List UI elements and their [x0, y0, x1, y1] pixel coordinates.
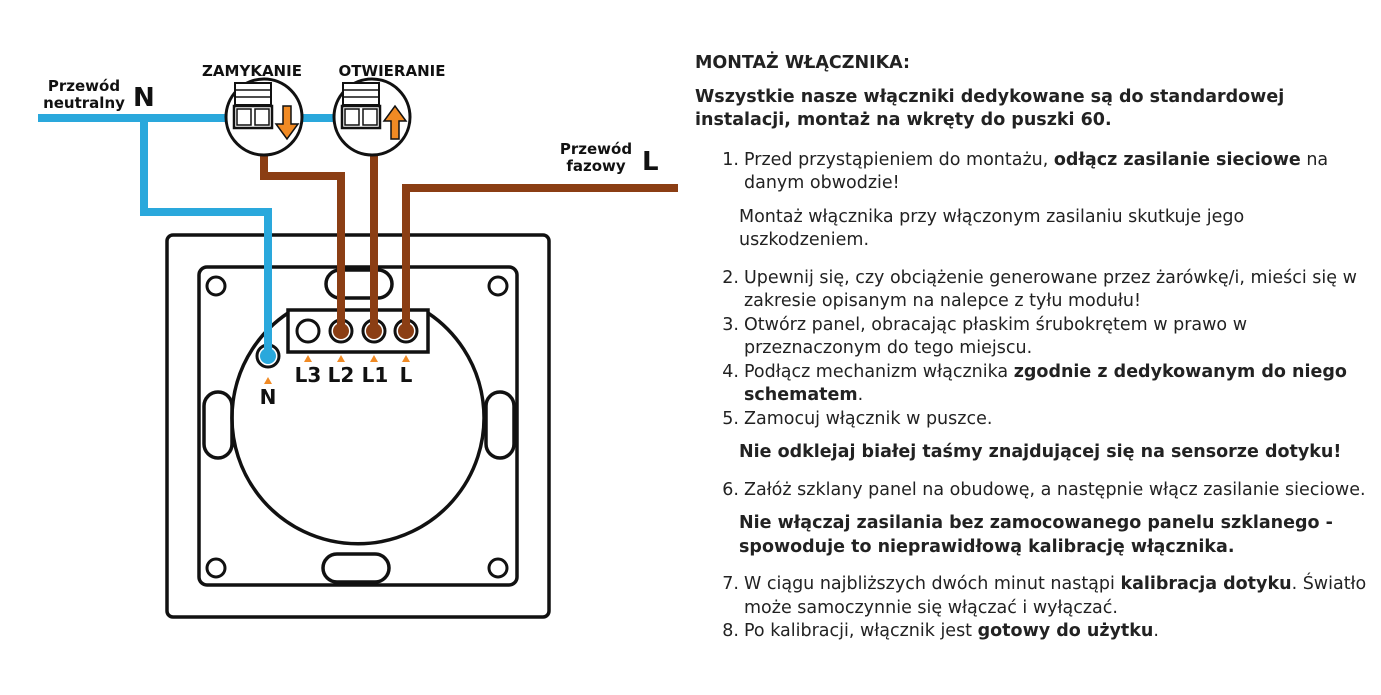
step-4: 4. Podłącz mechanizm włącznika zgodnie z… — [695, 361, 1370, 408]
step-1: 1. Przed przystąpieniem do montażu, odłą… — [695, 149, 1370, 196]
instructions-intro: Wszystkie nasze włączniki dedykowane są … — [695, 86, 1285, 131]
mounting-slot — [324, 268, 394, 300]
switch-frame — [165, 233, 551, 619]
step-number: 6. — [722, 479, 739, 500]
terminal-label-l3: L3 — [295, 363, 322, 387]
terminal-marker — [370, 355, 378, 362]
terminal-label-l1: L1 — [362, 363, 389, 387]
step-5-warning: Nie odklejaj białej taśmy znajdującej si… — [739, 442, 1342, 462]
instructions-title: MONTAŻ WŁĄCZNIKA: — [695, 53, 911, 73]
neutral-wire-label-line2: neutralny — [43, 94, 125, 112]
terminal-l2-contact — [333, 323, 349, 339]
step-6-warning: Nie włączaj zasilania bez zamocowanego p… — [739, 513, 1333, 557]
step-text: Przed przystąpieniem do montażu, odłącz … — [744, 149, 1329, 194]
terminal-marker — [337, 355, 345, 362]
terminal-label-l2: L2 — [328, 363, 355, 387]
screw-hole — [205, 275, 227, 297]
mounting-slot — [202, 390, 234, 460]
step-number: 8. — [722, 621, 739, 641]
screw-hole — [205, 557, 227, 579]
terminal-l1-contact — [366, 323, 382, 339]
open-label: OTWIERANIE — [339, 62, 446, 80]
blind-close-icon — [224, 77, 304, 157]
blind-open-icon — [332, 77, 412, 157]
step-number: 4. — [722, 361, 739, 382]
neutral-wire-drop — [140, 118, 272, 352]
step-text: W ciągu najbliższych dwóch minut nastąpi… — [744, 574, 1367, 618]
terminal-label-n: N — [260, 385, 277, 409]
phase-letter: L — [642, 147, 659, 177]
mounting-slot — [484, 390, 516, 460]
mounting-box-outline — [230, 311, 486, 546]
terminal-marker — [402, 355, 410, 362]
screw-hole — [487, 275, 509, 297]
step-6: 6. Załóż szklany panel na obudowę, a nas… — [695, 479, 1370, 503]
neutral-wire-label-line1: Przewód — [48, 77, 120, 95]
instructions-steps: 1. Przed przystąpieniem do montażu, odłą… — [695, 149, 1370, 644]
phase-wire-l2 — [260, 150, 345, 327]
step-text: Po kalibracji, włącznik jest gotowy do u… — [744, 621, 1159, 641]
screw-hole — [487, 557, 509, 579]
terminal-l3 — [295, 318, 321, 344]
neutral-letter: N — [133, 83, 155, 113]
phase-wire-label-line2: fazowy — [566, 157, 626, 175]
step-text: Upewnij się, czy obciążenie generowane p… — [744, 267, 1357, 312]
phase-wire-l — [402, 184, 678, 327]
step-text: Zamocuj włącznik w puszce. — [744, 408, 993, 429]
instructions-panel: MONTAŻ WŁĄCZNIKA: Wszystkie nasze włączn… — [695, 52, 1370, 644]
terminal-n-contact — [260, 348, 276, 364]
mounting-plate — [197, 265, 519, 587]
step-2: 2. Upewnij się, czy obciążenie generowan… — [695, 267, 1370, 314]
step-number: 7. — [722, 574, 739, 594]
terminal-l-contact — [398, 323, 414, 339]
step-number: 2. — [722, 267, 739, 288]
step-3: 3. Otwórz panel, obracając płaskim śrubo… — [695, 314, 1370, 361]
step-8: 8. Po kalibracji, włącznik jest gotowy d… — [695, 620, 1370, 644]
step-text: Załóż szklany panel na obudowę, a następ… — [744, 479, 1366, 500]
step-7: 7. W ciągu najbliższych dwóch minut nast… — [695, 573, 1370, 620]
step-text: Podłącz mechanizm włącznika zgodnie z de… — [744, 361, 1347, 406]
step-1-note: Montaż włącznika przy włączonym zasilani… — [739, 206, 1245, 251]
step-text: Otwórz panel, obracając płaskim śrubokrę… — [744, 314, 1248, 359]
terminal-marker — [304, 355, 312, 362]
step-number: 1. — [722, 149, 739, 170]
step-5: 5. Zamocuj włącznik w puszce. — [695, 408, 1370, 432]
phase-wire-label-line1: Przewód — [560, 140, 632, 158]
terminal-marker — [264, 377, 272, 384]
step-number: 5. — [722, 408, 739, 429]
wiring-diagram: Przewód neutralny N ZAMYKANIE OTWIERANIE… — [38, 62, 678, 619]
terminal-label-l: L — [400, 363, 413, 387]
step-number: 3. — [722, 314, 739, 335]
close-label: ZAMYKANIE — [202, 62, 302, 80]
mounting-slot — [321, 552, 391, 584]
